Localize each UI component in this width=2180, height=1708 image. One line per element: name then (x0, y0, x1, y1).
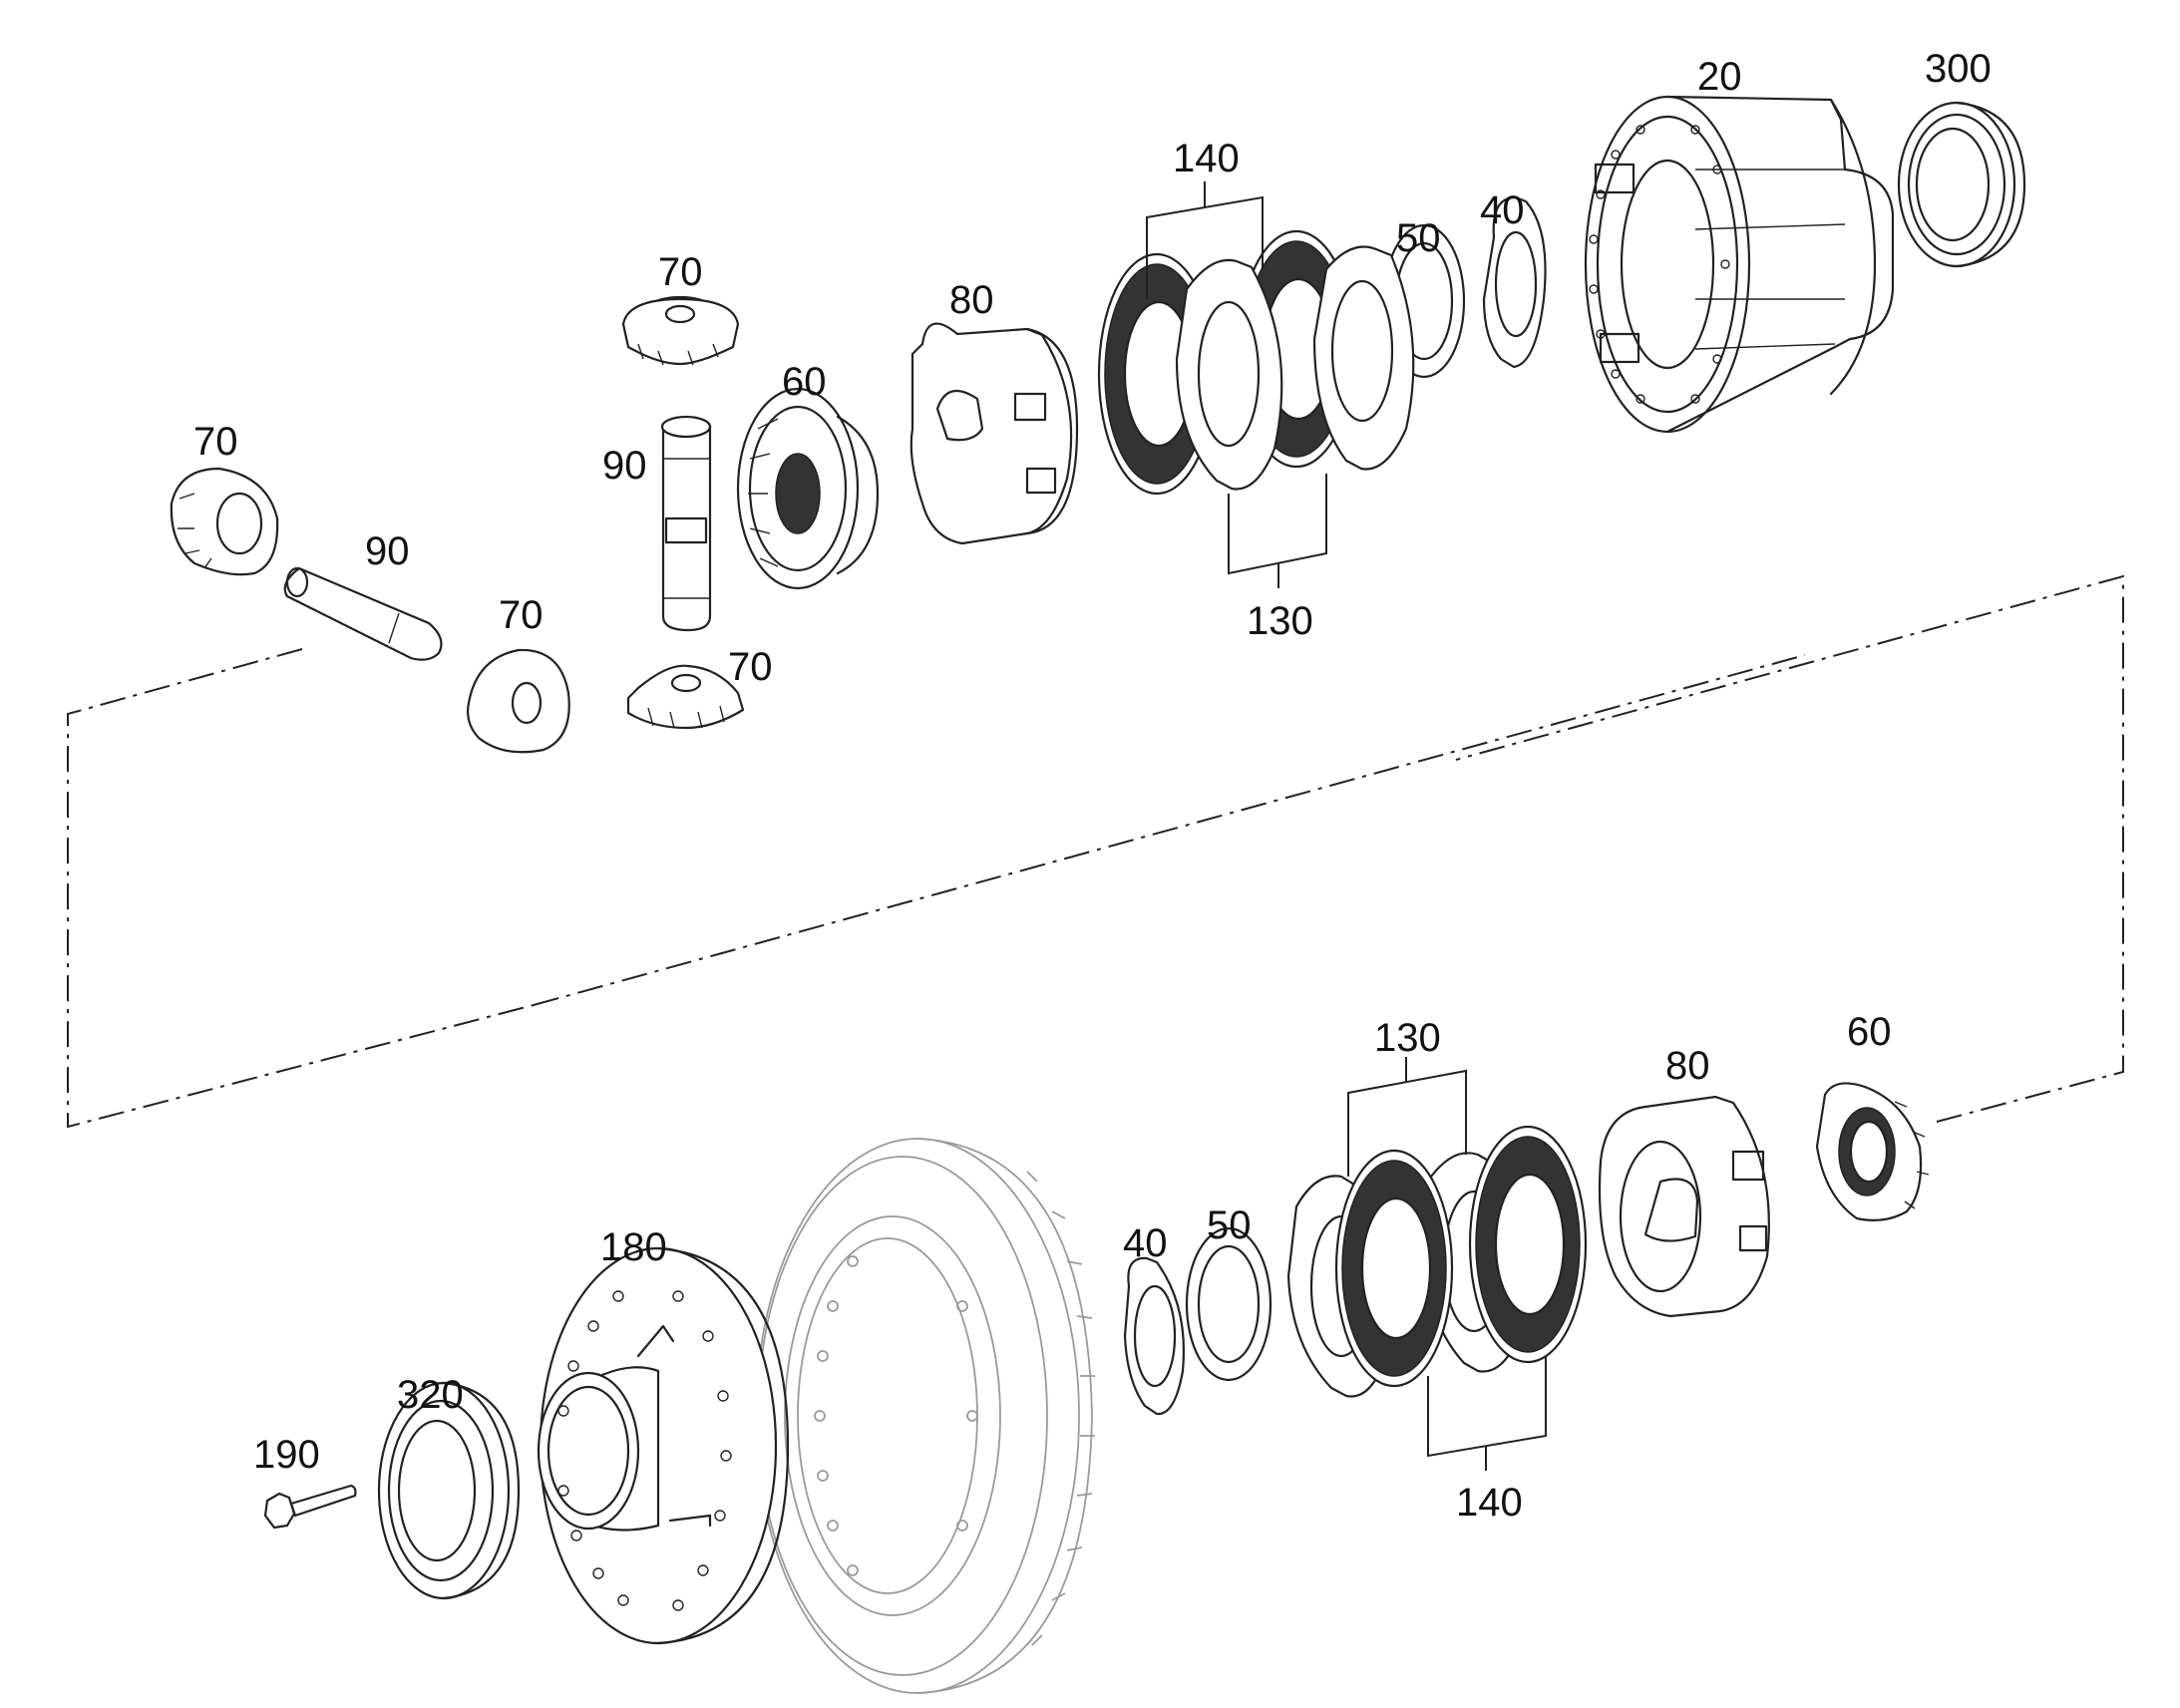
label-90-diagonal: 90 (365, 529, 410, 573)
label-70-lower-center: 70 (728, 645, 773, 689)
label-300: 300 (1925, 47, 1992, 91)
part-140-clutch-discs-bottom (1334, 1125, 1588, 1388)
leader-brackets-top (1146, 181, 1327, 588)
part-80-pressure-ring-bottom (1598, 1095, 1770, 1318)
label-140-top: 140 (1173, 137, 1240, 180)
leader-brackets-bottom (1347, 1057, 1547, 1471)
label-130-bottom: 130 (1374, 1016, 1441, 1060)
label-40-bottom: 40 (1123, 1221, 1168, 1265)
part-90-cross-shaft-vertical (660, 415, 712, 632)
part-130-steel-plates-top (1175, 245, 1415, 491)
label-140-bottom: 140 (1456, 1481, 1523, 1525)
label-50-bottom: 50 (1207, 1203, 1252, 1247)
part-40-thrust-washer-bottom (1123, 1256, 1186, 1416)
ring-gear-ghost (755, 1138, 1095, 1694)
label-70-center: 70 (499, 593, 544, 637)
part-60-side-gear-top (736, 387, 880, 590)
label-180: 180 (600, 1225, 667, 1269)
part-60-side-gear-bottom (1815, 1082, 1930, 1221)
label-80-bottom: 80 (1665, 1044, 1710, 1088)
label-80-top: 80 (949, 278, 994, 322)
part-70-pinion-gear-top (621, 295, 740, 366)
part-70-pinion-gear-left (170, 467, 279, 576)
part-70-thrust-washer-center (467, 648, 570, 754)
part-20-differential-housing (1584, 95, 1895, 434)
flange-bolt-holes (557, 1290, 732, 1611)
part-80-pressure-ring-top (909, 322, 1079, 545)
label-50-top: 50 (1396, 216, 1441, 260)
part-50-shim-bottom (1185, 1226, 1272, 1382)
label-70-top: 70 (658, 250, 703, 294)
label-60-top: 60 (782, 360, 827, 404)
label-60-bottom: 60 (1847, 1010, 1892, 1054)
label-320: 320 (397, 1373, 464, 1417)
label-70-left: 70 (193, 420, 238, 464)
label-130-top: 130 (1247, 599, 1313, 643)
label-40-top: 40 (1480, 188, 1525, 232)
label-20: 20 (1697, 55, 1742, 99)
part-90-pin-diagonal (283, 566, 443, 661)
housing-bolt-holes (1589, 125, 1730, 404)
part-40-thrust-washer-top (1482, 195, 1547, 369)
part-180-carrier-flange (537, 1246, 790, 1645)
part-320-bearing (377, 1381, 521, 1600)
assembly-boundary-line (67, 574, 2124, 1129)
label-90-vertical: 90 (602, 444, 647, 488)
label-190: 190 (253, 1433, 320, 1477)
part-70-pinion-gear-lower-center (626, 664, 745, 730)
part-300-bearing (1897, 101, 2026, 268)
part-190-bolt (263, 1484, 357, 1530)
